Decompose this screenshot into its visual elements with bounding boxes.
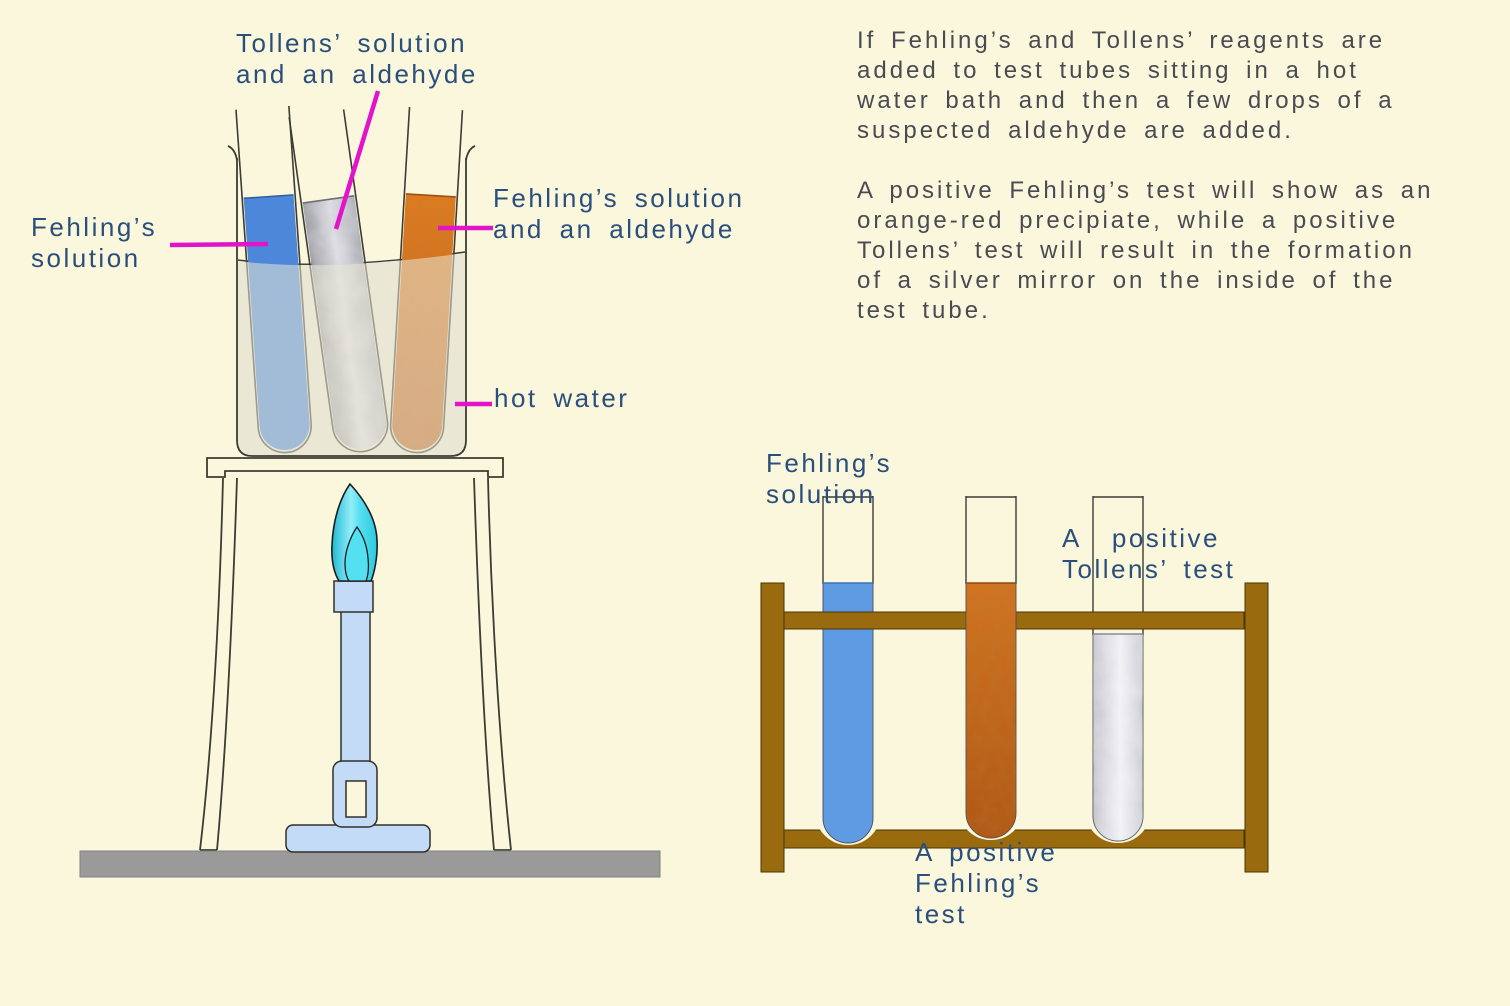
leader-fehlings-tube: [169, 241, 269, 248]
label-hot-water: hot water: [494, 383, 630, 413]
stand-left-leg: [199, 477, 224, 851]
hot-water-overlay: [238, 253, 465, 455]
label-positive-tollens-test: A positive Tollens’ test: [1062, 523, 1236, 584]
stand: [199, 457, 512, 851]
explanation-paragraph-2: A positive Fehling’s test will show as a…: [857, 177, 1434, 324]
burner-base: [285, 824, 431, 853]
rack-tube-positive-fehlings: [965, 582, 1017, 839]
bench: [79, 850, 661, 878]
label-fehlings-aldehyde-tube: Fehling’s solution and an aldehyde: [493, 183, 745, 244]
label-positive-fehlings-test: A positive Fehling’s test: [915, 837, 1058, 929]
flame: [331, 482, 378, 582]
rack-tube-fehlings: [822, 582, 874, 844]
stand-plate: [206, 457, 504, 478]
rack-left-post: [760, 582, 785, 873]
beaker-right-spout: [465, 145, 476, 161]
rack-tube-positive-tollens: [1092, 633, 1144, 842]
beaker-glass: [227, 145, 476, 457]
label-rack-fehlings-solution: Fehling’s solution: [766, 448, 893, 509]
burner-collar: [333, 580, 374, 613]
rack-right-post: [1244, 582, 1269, 873]
test-tube-rack: [760, 496, 1269, 873]
label-fehlings-tube: Fehling’s solution: [31, 212, 158, 273]
stand-right-leg: [487, 477, 512, 851]
burner-barrel: [340, 610, 371, 764]
stand-right-leg-inner: [473, 477, 495, 851]
rack-fehlings-liquid: [822, 582, 874, 844]
stand-left-leg-inner: [216, 477, 238, 851]
leader-tollens-tube: [333, 90, 381, 230]
explanation-paragraph-1: If Fehling’s and Tollens’ reagents are a…: [857, 27, 1395, 144]
leader-lines: [169, 90, 493, 407]
label-tollens-tube: Tollens’ solution and an aldehyde: [236, 28, 478, 89]
flame-inner-cone: [344, 525, 370, 582]
beaker-left-spout: [227, 145, 238, 161]
burner-air-hole: [345, 780, 367, 818]
bunsen-burner: [285, 580, 431, 853]
